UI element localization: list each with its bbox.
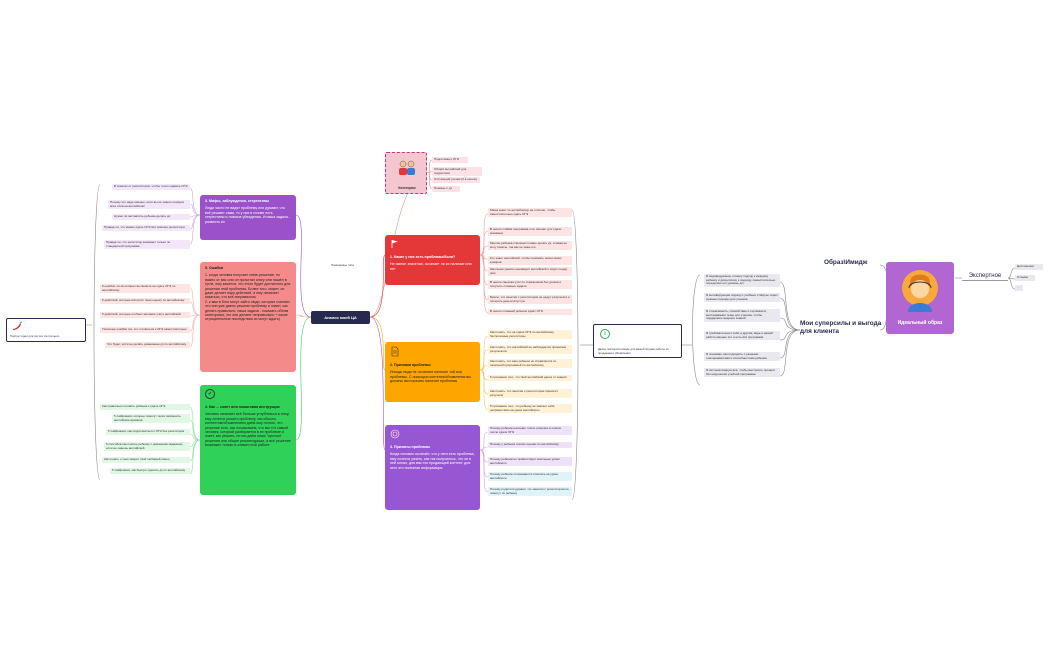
errors-leaf[interactable]: 5 действий, которые испортят твою оценку… [100, 298, 190, 304]
causes-leaf[interactable]: Почему у ребенка плохие оценки по англий… [488, 442, 572, 448]
signs-leaf[interactable]: Как понять, что ваш ребенок не справляет… [488, 359, 572, 369]
causes-title: 3. Причины проблемы [390, 445, 431, 449]
causes-leaf[interactable]: Почему родители думают, что занятия с ре… [488, 487, 572, 497]
myths-leaf[interactable]: В советах от репетиторов, чтобы точно сд… [112, 184, 190, 190]
expert-leaf[interactable]: Отзывы [1015, 275, 1035, 281]
problems-leaf[interactable]: Бросы, что занятия с репетитором не даду… [488, 295, 572, 305]
problems-card[interactable]: 1. Какие у них есть проблемы/боли? Не им… [385, 235, 480, 285]
superpowers-leaf[interactable]: Я систематизирую всё, чтобы выстроить пр… [704, 368, 780, 378]
causes-leaf[interactable]: Почему ребенок отказывается отвечать на … [488, 472, 572, 482]
connector-label: Помощницы типа [330, 263, 372, 269]
tips-leaf[interactable]: 5 способов как помочь ребенку с домашним… [104, 442, 190, 452]
signs-title: 2. Признаки проблемы [390, 363, 431, 367]
avatar-label: Идеальный образ [897, 320, 943, 326]
edge-tips [295, 316, 312, 441]
edge-signs [369, 316, 386, 371]
tips-leaf[interactable]: 5 лайфхаков, которые помогут легко запом… [112, 414, 190, 424]
causes-leaf[interactable]: Почему ребенок не приветствует школьные … [488, 457, 572, 467]
expert-leaf[interactable]: Достижения [1015, 264, 1043, 270]
tips-leaf[interactable]: 5 лайфхаков, как подготовиться к ОГЭ без… [106, 429, 190, 435]
errors-body: 1. когда человек получает неме-решение, … [205, 273, 291, 322]
document-icon [391, 346, 399, 357]
problems-title: 1. Какие у них есть проблемы/боли? [390, 255, 456, 259]
signs-leaf[interactable]: 5 признаков того, что твой английский да… [488, 375, 572, 381]
problems-body: Не имеют значения, осознает ли их наличи… [390, 262, 472, 271]
tips-body: Человек начинает всё больше углубляться … [205, 412, 291, 448]
flag-icon [391, 240, 398, 248]
problems-leaf[interactable]: Мама знает по английскому на отлично, чт… [488, 208, 572, 218]
edge-problems [369, 254, 386, 318]
edge-myths [295, 214, 312, 318]
myths-body: Люди часто не видят проблему или думают,… [205, 206, 290, 224]
errors-leaf[interactable]: Что будет, если не делать домашнюю дз по… [105, 342, 190, 348]
myths-leaf[interactable]: Почему это надо именно, если вы не знает… [108, 200, 190, 210]
superpowers-leaf[interactable]: Я требовательна к себе и другим, ведь в … [704, 331, 780, 341]
categories-card[interactable]: Категории [385, 152, 427, 194]
signs-card[interactable]: 2. Признаки проблемы Иногда люди не осоз… [385, 342, 480, 402]
signs-leaf[interactable]: Как понять, что занятия с репетитором пр… [488, 389, 572, 399]
signs-leaf[interactable]: Как понять, что английский не наблюдаетс… [488, 345, 572, 355]
categories-item[interactable]: Отстающий ученик (2 в школе) [432, 177, 480, 183]
signs-body: Иногда люди не осознают наличие той или … [390, 370, 471, 384]
people-icon [399, 160, 415, 175]
problems-leaf[interactable]: В школе слабая программа и не хватает дл… [488, 227, 572, 237]
causes-body: Когда человек осознаёт, что у него есть … [390, 452, 475, 470]
errors-leaf[interactable]: Типичные ошибки тех, кто готовиться к ОГ… [100, 327, 190, 333]
categories-item[interactable]: Общий английский для подростков [432, 167, 482, 177]
info-node[interactable]: i Далее повторится везде для вашей прода… [593, 324, 682, 358]
tips-card[interactable]: ✓ 4. Как ... совет или пошаговая инструк… [200, 385, 296, 495]
superpowers-leaf[interactable]: Я отзывчивость, спокойствие и терпимая в… [704, 309, 780, 322]
causes-card[interactable]: 3. Причины проблемы Когда человек осозна… [385, 425, 480, 510]
myths-title: 3. Мифы, заблуждения, стереотипы [205, 199, 270, 203]
superpowers-title[interactable]: Мои суперсилы и выгода для клиента [800, 320, 882, 335]
myths-leaf[interactable]: Нужно ли заставлять ребенка делать дз [112, 214, 190, 220]
signs-leaf[interactable]: Как понять, что на сдаче ОГЭ по английск… [488, 330, 572, 340]
myths-leaf[interactable]: Правда ли, что можно сдать ОГЭ без помощ… [102, 225, 190, 231]
edge-errors [295, 314, 312, 318]
errors-leaf[interactable]: 5 действий, которые отобьют желание учит… [100, 312, 190, 318]
errors-leaf[interactable]: 5 ошибок, из-за которых вы можете не сда… [100, 284, 190, 294]
expert-node[interactable]: Экспертное [962, 273, 1008, 281]
image-title[interactable]: Образ\Имидж [824, 259, 868, 266]
far-left-node[interactable]: Портрет идеи для постоя зга третьего [6, 318, 86, 342]
problems-leaf[interactable]: В школе свысока учат по спряжениям без у… [488, 280, 572, 290]
categories-item[interactable]: Помощь с дз [432, 186, 460, 192]
far-left-text: Портрет идеи для постоя зга третьего [10, 334, 60, 338]
problems-leaf[interactable]: В школе сложный ребенок сдаёт ОГЭ [488, 309, 572, 315]
expert-leaf[interactable]: ... [1015, 285, 1023, 291]
tips-leaf[interactable]: 5 лайфхаков, как быстро сделать дз по ан… [110, 468, 190, 474]
problems-leaf[interactable]: Кто знает английский, чтобы понимать пес… [488, 256, 572, 266]
superpowers-leaf[interactable]: Я понимаю, как подходить с разными темпе… [704, 352, 780, 362]
center-node[interactable]: Анализ моей ЦА [311, 311, 370, 324]
info-text: Далее повторится везде для вашей продаж … [598, 347, 669, 355]
superpowers-leaf[interactable]: Я мотивирующая подход и учебные стимулы … [704, 293, 780, 303]
signs-leaf[interactable]: 5 признаков того, что ребенку не хватает… [488, 404, 572, 414]
myths-leaf[interactable]: Правда ли, что репетитор занимает только… [104, 240, 190, 250]
categories-title: Категории [398, 186, 416, 190]
errors-title: 5. Ошибки [205, 266, 224, 270]
tips-leaf[interactable]: Как правильно готовить ребенка к сдаче О… [100, 404, 190, 410]
categories-item[interactable]: Подготовка к ОГЭ [432, 157, 468, 163]
tips-title: 4. Как ... совет или пошаговая инструкци… [205, 405, 280, 409]
errors-card[interactable]: 5. Ошибки 1. когда человек получает неме… [200, 262, 296, 372]
chili-icon [13, 321, 23, 330]
target-icon [390, 429, 400, 439]
avatar-icon [902, 270, 938, 312]
problems-leaf[interactable]: Многие ребенка слишком сложно делать дз,… [488, 241, 572, 251]
tips-leaf[interactable]: Как понять о чем говорит твой любимый пе… [102, 457, 190, 463]
superpowers-leaf[interactable]: Я индивидуальна, отношу подход к каждому… [704, 274, 780, 287]
check-icon: ✓ [205, 389, 215, 399]
problems-leaf[interactable]: Школьник ужасно ненавидит английский и с… [488, 267, 572, 277]
ideal-image-card[interactable]: Идеальный образ [886, 262, 954, 334]
causes-leaf[interactable]: Почему ребенок начинает плохо отвечать в… [488, 426, 572, 436]
info-icon: i [600, 329, 610, 339]
myths-card[interactable]: 3. Мифы, заблуждения, стереотипы Люди ча… [200, 195, 296, 240]
